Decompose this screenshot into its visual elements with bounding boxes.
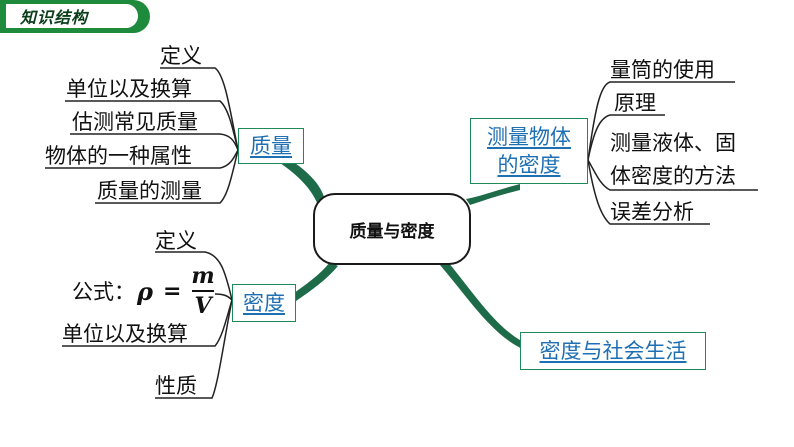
formula-rho: ρ: [137, 276, 153, 306]
society-topic-link[interactable]: 密度与社会生活: [520, 332, 706, 370]
mass-item-estimate: 估测常见质量: [72, 110, 198, 134]
measure-item-error: 误差分析: [610, 200, 694, 224]
measure-item-method-line2: 体密度的方法: [610, 164, 736, 188]
density-item-unit: 单位以及换算: [62, 322, 188, 346]
formula-denominator: V: [194, 293, 212, 319]
measure-topic-line1: 测量物体: [487, 125, 571, 149]
mass-topic-label: 质量: [250, 134, 292, 158]
measure-item-cylinder: 量筒的使用: [610, 58, 715, 82]
density-formula: 公式： ρ = m V: [72, 264, 215, 318]
header-title: 知识结构: [6, 4, 138, 28]
formula-prefix: 公式：: [72, 280, 135, 304]
center-topic: 质量与密度: [313, 193, 471, 265]
measure-item-method-line1: 测量液体、固: [610, 131, 736, 155]
measure-item-principle: 原理: [614, 91, 656, 115]
mass-item-unit: 单位以及换算: [66, 77, 192, 101]
society-topic-label: 密度与社会生活: [539, 339, 687, 363]
branch-society: [440, 262, 532, 352]
density-item-property: 性质: [155, 374, 197, 398]
formula-numerator: m: [191, 263, 215, 289]
mass-item-definition: 定义: [160, 44, 202, 68]
measure-topic-link[interactable]: 测量物体 的密度: [470, 118, 588, 184]
branch-measure: [466, 184, 520, 205]
formula-bar: [192, 290, 215, 292]
branch-density: [290, 262, 338, 301]
formula-equals: =: [162, 278, 182, 304]
mass-item-property: 物体的一种属性: [45, 144, 192, 168]
density-topic-label: 密度: [243, 291, 285, 315]
measure-topic-line2: 的密度: [497, 153, 561, 177]
mass-item-measure: 质量的测量: [97, 179, 202, 203]
center-topic-label: 质量与密度: [349, 221, 435, 242]
density-item-definition: 定义: [155, 229, 197, 253]
header-tab: 知识结构: [0, 0, 150, 33]
density-topic-link[interactable]: 密度: [232, 284, 296, 322]
formula-fraction: m V: [191, 264, 214, 318]
mass-topic-link[interactable]: 质量: [238, 128, 304, 164]
